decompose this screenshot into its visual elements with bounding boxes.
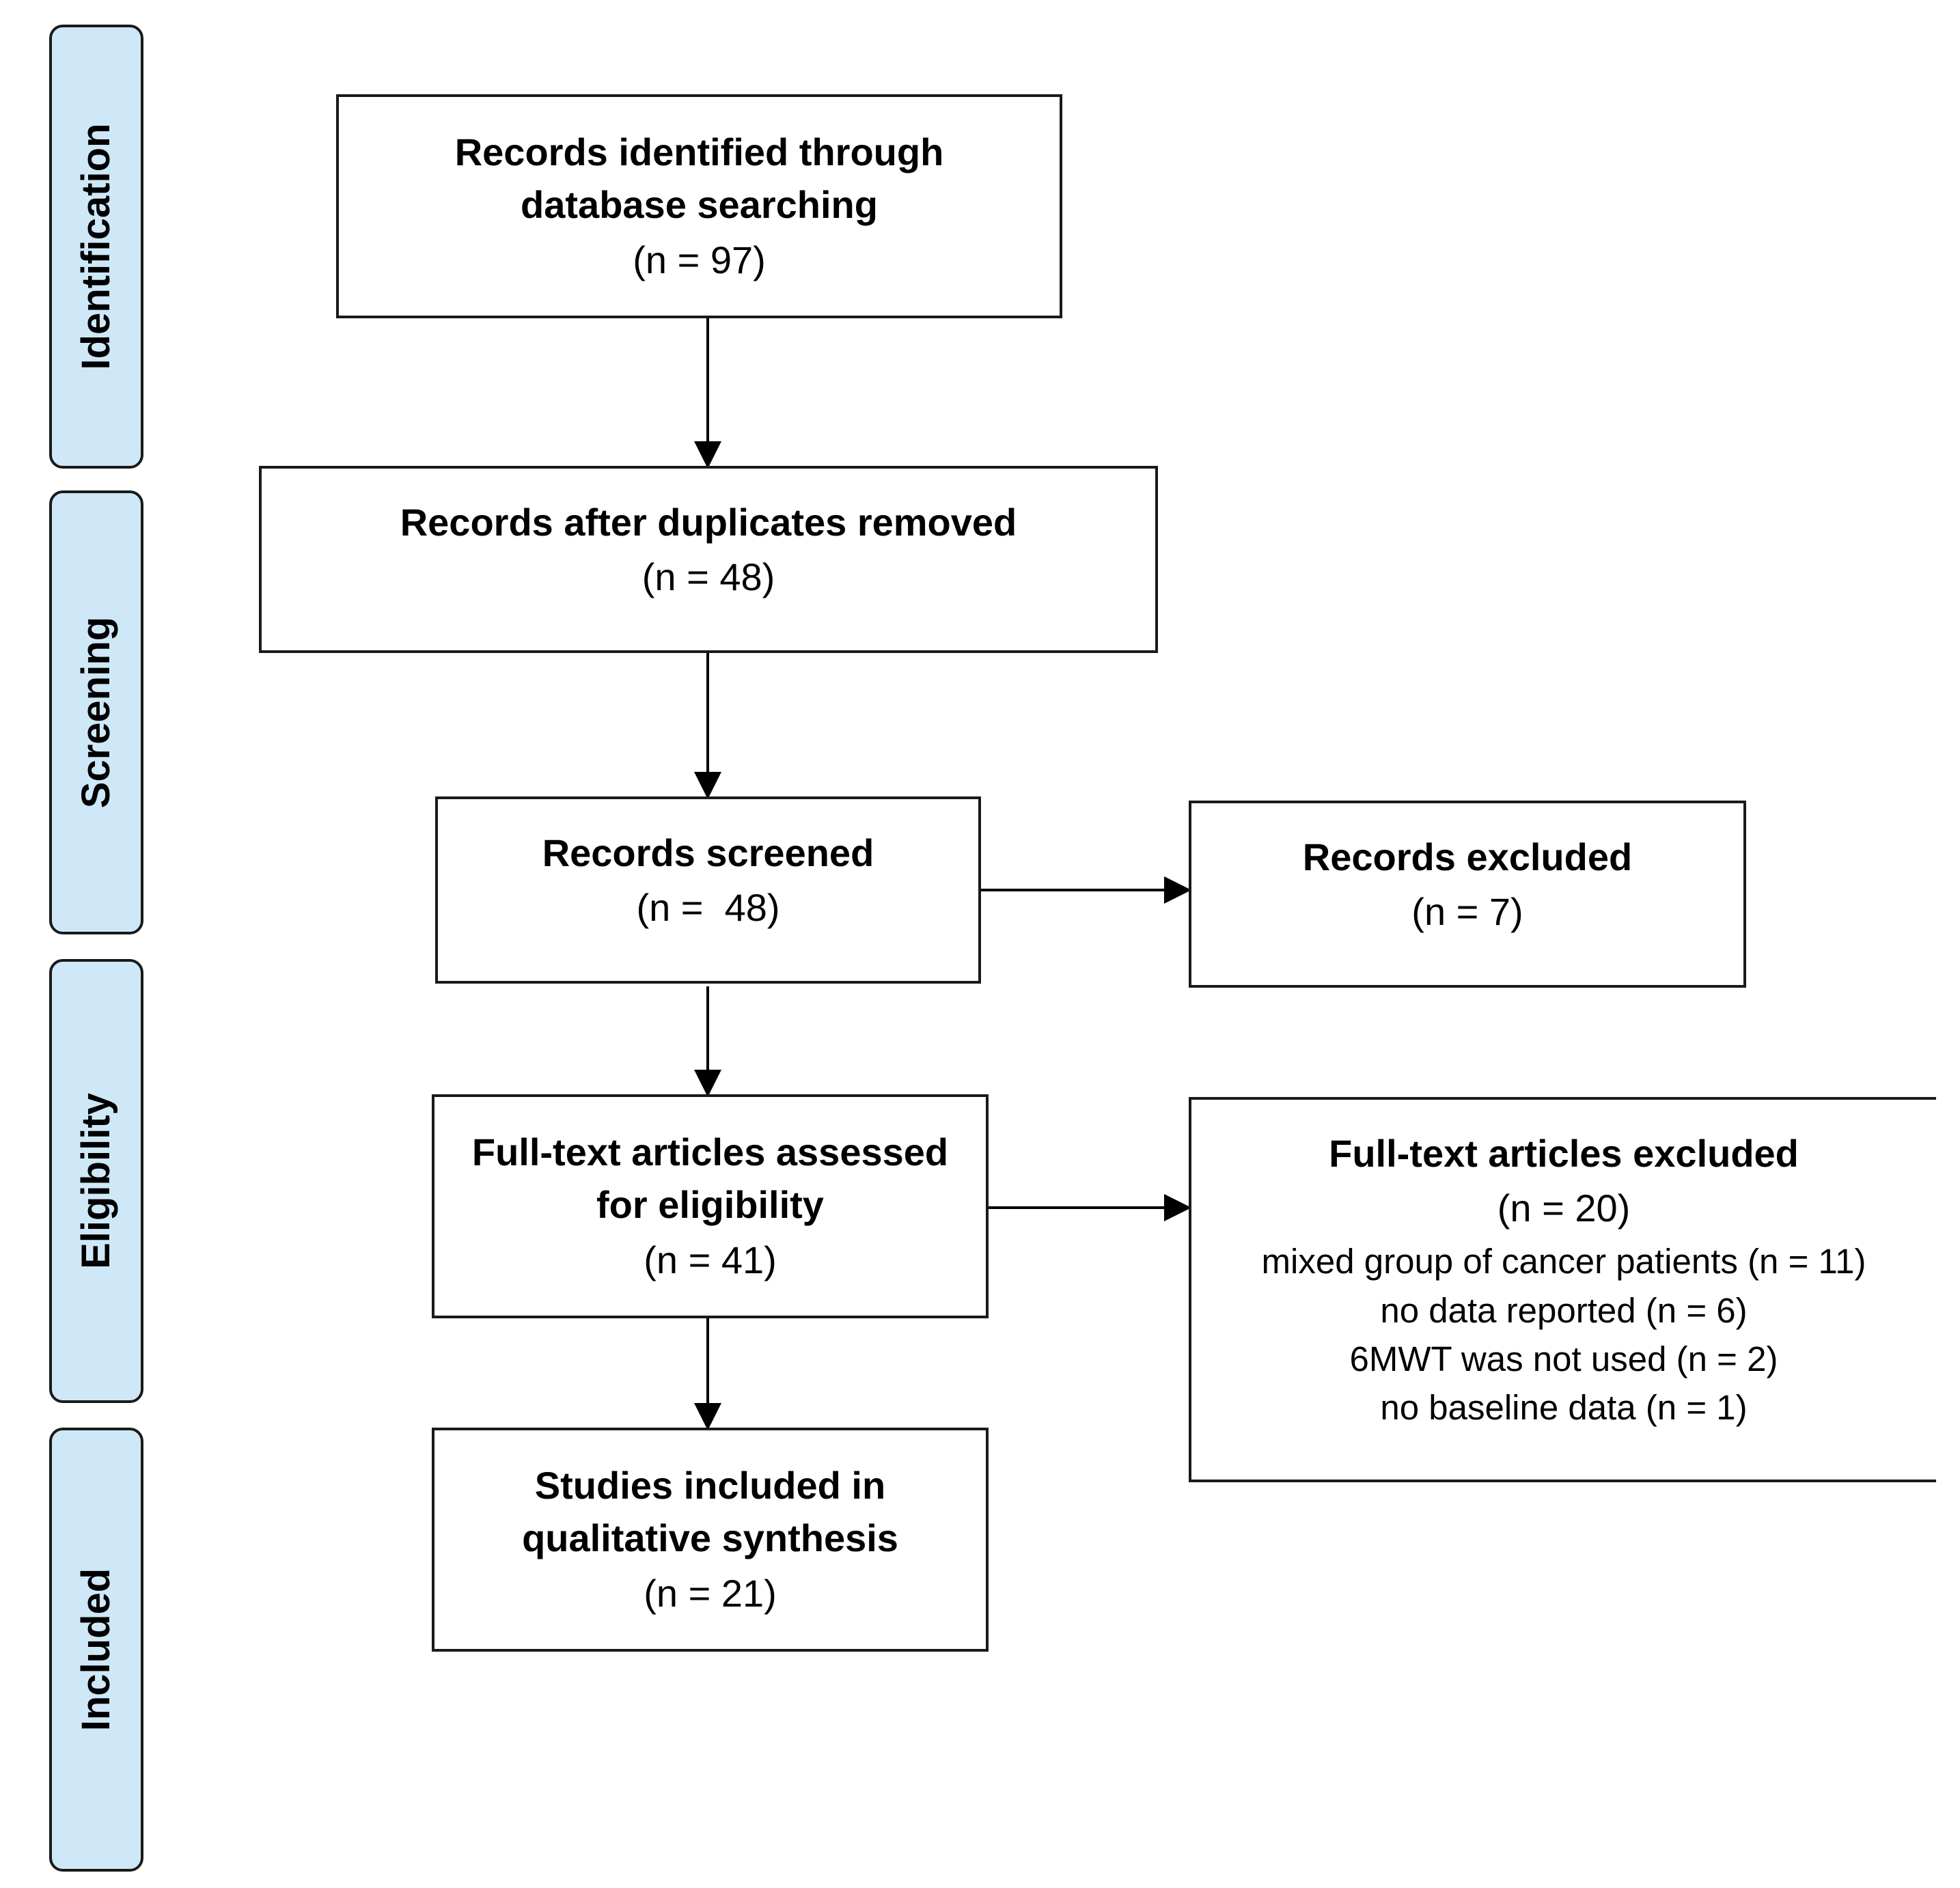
fulltext-excluded-count: (n = 20) — [1497, 1186, 1631, 1230]
box-records-deduplicated: Records after duplicates removed (n = 48… — [259, 466, 1158, 653]
box-fulltext-assessed: Full-text articles assessed for eligibil… — [432, 1094, 989, 1318]
phase-screening: Screening — [49, 490, 143, 934]
phase-included: Included — [49, 1428, 143, 1872]
exclusion-reason-mixed-group: mixed group of cancer patients (n = 11) — [1261, 1242, 1866, 1281]
box-records-excluded: Records excluded (n = 7) — [1189, 801, 1746, 988]
fulltext-assessed-count: (n = 41) — [644, 1238, 777, 1281]
phase-eligibility: Eligibility — [49, 959, 143, 1403]
phase-identification: Identification — [49, 25, 143, 469]
records-identified-title-line2: database searching — [521, 183, 878, 227]
box-records-screened: Records screened (n = 48) — [435, 796, 981, 984]
exclusion-reason-6mwt-not-used: 6MWT was not used (n = 2) — [1349, 1339, 1778, 1379]
exclusion-reason-no-baseline: no baseline data (n = 1) — [1380, 1388, 1748, 1428]
studies-included-count: (n = 21) — [644, 1571, 777, 1615]
studies-included-title-line2: qualitative synthesis — [522, 1516, 898, 1560]
studies-included-title-line1: Studies included in — [534, 1464, 886, 1507]
records-excluded-count: (n = 7) — [1411, 890, 1523, 934]
records-deduplicated-title: Records after duplicates removed — [400, 501, 1017, 544]
fulltext-excluded-title: Full-text articles excluded — [1329, 1132, 1799, 1175]
records-identified-count: (n = 97) — [633, 238, 766, 281]
fulltext-assessed-title-line1: Full-text articles assessed — [471, 1130, 949, 1174]
records-identified-title-line1: Records identified through — [454, 130, 944, 173]
box-fulltext-excluded: Full-text articles excluded (n = 20) mix… — [1189, 1097, 1936, 1482]
records-screened-count: (n = 48) — [636, 886, 780, 930]
box-studies-included: Studies included in qualitative synthesi… — [432, 1428, 989, 1652]
fulltext-assessed-title-line2: for eligibility — [596, 1183, 824, 1227]
records-excluded-title: Records excluded — [1302, 835, 1633, 878]
records-deduplicated-count: (n = 48) — [641, 555, 775, 599]
exclusion-reason-no-data: no data reported (n = 6) — [1380, 1290, 1748, 1330]
box-records-identified: Records identified through database sear… — [336, 94, 1062, 318]
records-screened-title: Records screened — [542, 831, 874, 874]
